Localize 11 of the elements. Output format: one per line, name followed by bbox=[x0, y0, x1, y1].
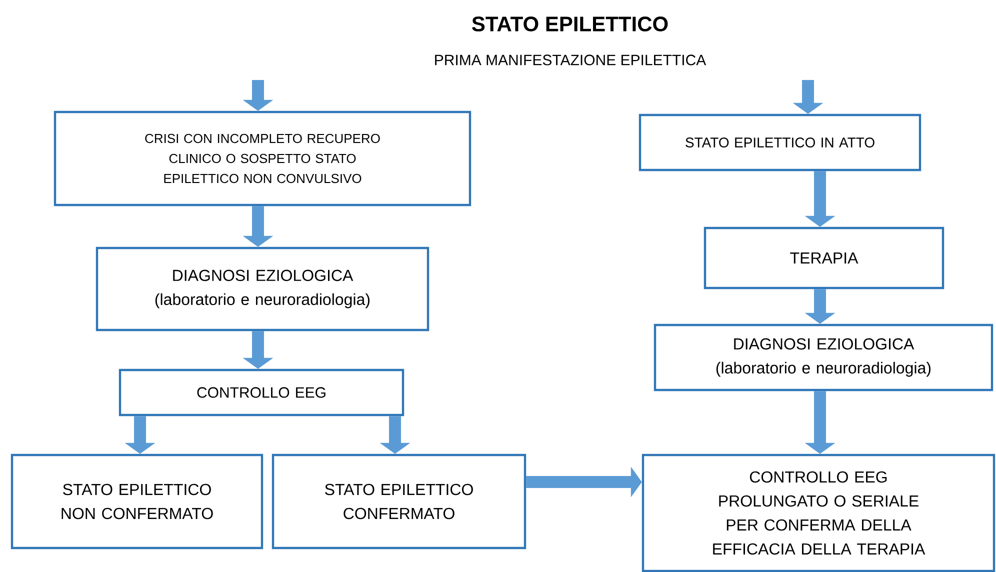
process-box: DIAGNOSI EZIOLOGICA (laboratorio e neuroradiologia) bbox=[96, 246, 430, 332]
subtitle: PRIMA MANIFESTAZIONE EPILETTICA bbox=[435, 54, 706, 66]
process-box: CRISI CON INCOMPLETO RECUPERO CLINICO O SOSPETTO STATO EPILETTICO NON CONVULSIVO bbox=[54, 110, 472, 206]
title: STATO EPILETTICO bbox=[472, 16, 668, 32]
process-box: CONTROLLO EEG PROLUNGATO O SERIALE PER CONFERMA DELLA EFFICACIA DELLA TERAPIA bbox=[642, 454, 996, 572]
process-box: TERAPIA bbox=[704, 226, 944, 290]
process-box: STATO EPILETTICO CONFERMATO bbox=[272, 454, 526, 550]
process-box: STATO EPILETTICO NON CONFERMATO bbox=[10, 454, 264, 550]
process-box: DIAGNOSI EZIOLOGICA (laboratorio e neuroradiologia) bbox=[654, 324, 994, 392]
process-box: STATO EPILETTICO IN ATTO bbox=[638, 114, 922, 172]
process-box: CONTROLLO EEG bbox=[118, 368, 404, 416]
